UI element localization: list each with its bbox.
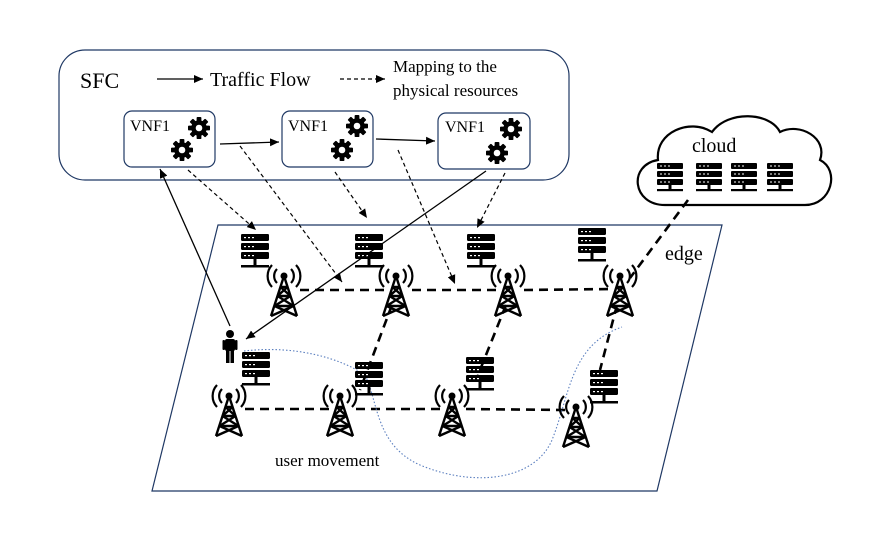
legend-mapping-label-line1: Mapping to the [393, 57, 497, 76]
gear-icon [500, 118, 522, 140]
user-movement-label: user movement [275, 451, 380, 470]
user-movement-path [243, 326, 623, 479]
cloud-shape [636, 115, 833, 207]
vnf-box-3: VNF1 [437, 112, 531, 170]
vnf-box-1: VNF1 [123, 110, 216, 168]
gear-icon [171, 139, 193, 161]
mapping-arrows [187, 145, 506, 285]
traffic-flow-arrow-2-3 [375, 136, 436, 145]
gear-icon [346, 115, 368, 137]
user-icon [222, 330, 238, 363]
vnf-label-3: VNF1 [445, 119, 485, 136]
legend-traffic-flow-label: Traffic Flow [210, 69, 311, 91]
edge-plane [151, 224, 723, 492]
traffic-flow-user-to-vnf1 [159, 168, 231, 327]
vnf-box-2: VNF1 [281, 110, 374, 168]
gear-icon [188, 117, 210, 139]
gear-icon [486, 142, 508, 164]
traffic-flow-arrow-1-2 [219, 138, 280, 147]
cloud-edge-link [628, 199, 690, 279]
edge-label: edge [665, 243, 703, 265]
legend-mapping-label-line2: physical resources [393, 81, 518, 100]
traffic-flow-vnf3-to-user [245, 170, 487, 340]
sfc-label: SFC [80, 68, 119, 93]
vnf-label-2: VNF1 [288, 118, 328, 135]
gear-icon [331, 139, 353, 161]
cloud-label: cloud [692, 135, 736, 157]
vnf-label-1: VNF1 [130, 118, 170, 135]
